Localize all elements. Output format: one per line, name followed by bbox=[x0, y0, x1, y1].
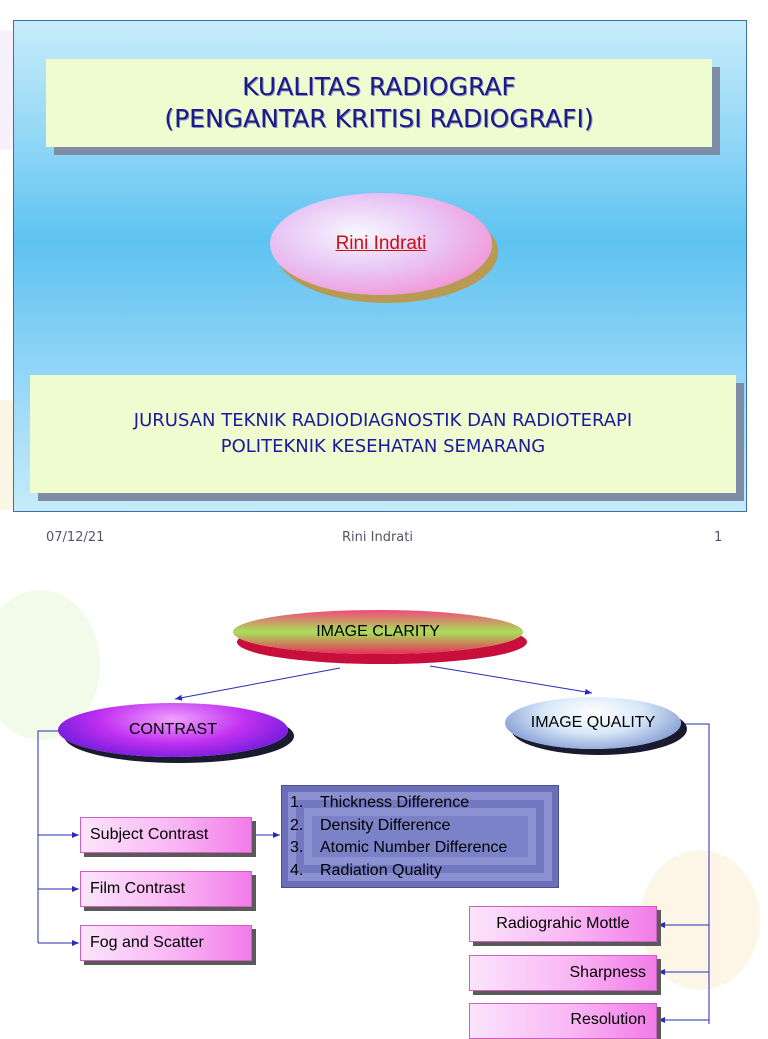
author-link[interactable]: Rini Indrati bbox=[335, 233, 427, 254]
connector-contrast-bracket bbox=[37, 730, 62, 943]
sharpness-box: Sharpness bbox=[469, 955, 657, 991]
connector-clarity-quality bbox=[429, 665, 593, 695]
film-contrast-box: Film Contrast bbox=[80, 871, 252, 907]
author-oval: Rini Indrati bbox=[270, 193, 492, 295]
slide-title-line2: (PENGANTAR KRITISI RADIOGRAFI) bbox=[164, 104, 594, 133]
connector-quality-bracket bbox=[680, 723, 710, 1024]
institution-line2: POLITEKNIK KESEHATAN SEMARANG bbox=[220, 436, 546, 457]
subject-factors-list: 1.Thickness Difference 2.Density Differe… bbox=[281, 785, 559, 888]
footer-page-number: 1 bbox=[714, 530, 723, 545]
fog-scatter-box: Fog and Scatter bbox=[80, 925, 252, 961]
footer-date: 07/12/21 bbox=[46, 530, 105, 545]
factor-item: 3.Atomic Number Difference bbox=[290, 839, 508, 856]
factor-item: 4.Radiation Quality bbox=[290, 861, 442, 879]
factor-item: 1.Thickness Difference bbox=[290, 794, 470, 811]
title-box: KUALITAS RADIOGRAF (PENGANTAR KRITISI RA… bbox=[46, 59, 712, 147]
subject-contrast-box: Subject Contrast bbox=[80, 817, 252, 853]
image-clarity-node: IMAGE CLARITY bbox=[233, 610, 523, 654]
resolution-box: Resolution bbox=[469, 1003, 657, 1039]
slide-title-line1: KUALITAS RADIOGRAF bbox=[242, 72, 516, 101]
contrast-node: CONTRAST bbox=[58, 703, 288, 757]
radiographic-mottle-box: Radiograhic Mottle bbox=[469, 906, 657, 942]
image-quality-node: IMAGE QUALITY bbox=[505, 697, 681, 749]
institution-line1: JURUSAN TEKNIK RADIODIAGNOSTIK DAN RADIO… bbox=[133, 410, 633, 431]
factor-item: 2.Density Difference bbox=[290, 816, 451, 834]
title-slide: KUALITAS RADIOGRAF (PENGANTAR KRITISI RA… bbox=[13, 20, 747, 512]
connector-clarity-contrast bbox=[174, 667, 341, 701]
footer-presenter: Rini Indrati bbox=[342, 530, 413, 545]
institution-box: JURUSAN TEKNIK RADIODIAGNOSTIK DAN RADIO… bbox=[30, 375, 736, 493]
decorative-balloon-slide2-right bbox=[640, 850, 760, 990]
